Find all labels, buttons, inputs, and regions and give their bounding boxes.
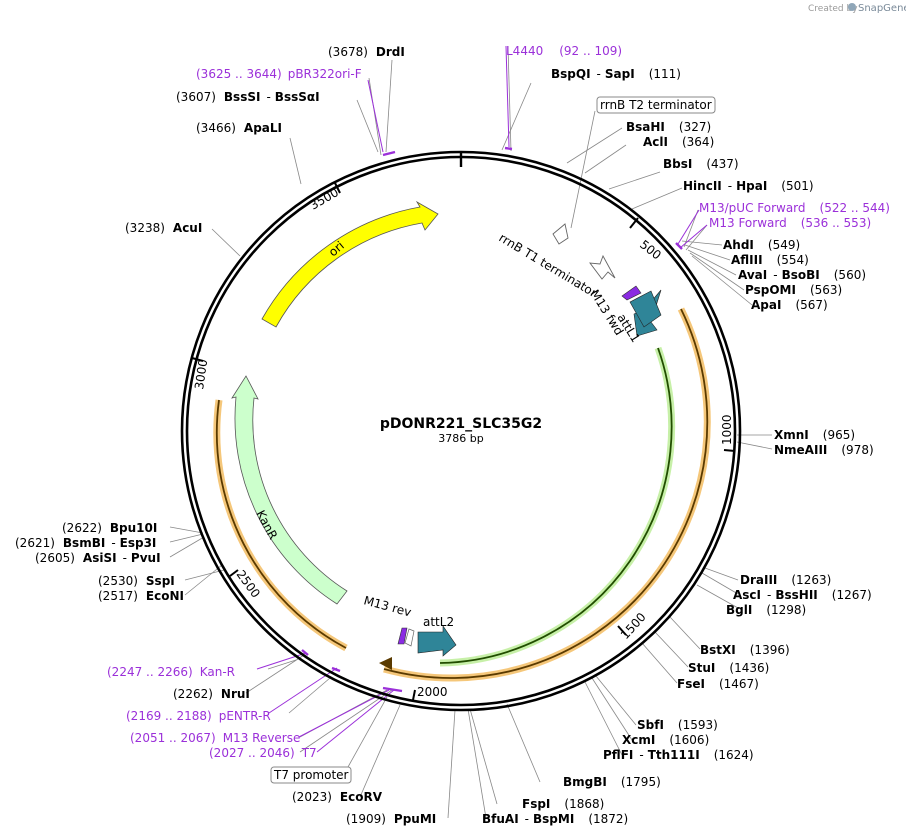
tick-3000: 3000 (192, 358, 210, 390)
orange-arc-arrowhead (379, 657, 392, 670)
site-label-xcmi: XcmI(1606) (622, 733, 709, 747)
primer-m13-rev-outline (404, 628, 415, 647)
site-label-econi: (2517)EcoNI (98, 589, 184, 603)
rrnb-t2-box-label: rrnB T2 terminator (600, 98, 712, 112)
primer-m13-rev-arrow (397, 627, 408, 645)
feature-attl2-arrow (417, 625, 457, 657)
label-leader-lines (169, 45, 773, 819)
site-label-asisi: (2605)AsiSI-PvuI (35, 551, 161, 565)
credit-brand: SnapGene (858, 3, 906, 14)
ruler-ticks (191, 182, 736, 701)
site-label-bsssi: (3607)BssSI-BssSαI (176, 90, 320, 104)
feature-label-pentr-r: (2169 .. 2188)pENTR-R (126, 709, 271, 723)
site-label-bstxi: BstXI(1396) (700, 643, 790, 657)
site-label-nmeaiii: NmeAIII(978) (774, 443, 874, 457)
site-label-ecorv: (2023)EcoRV (292, 790, 383, 804)
site-label-sspi: (2530)SspI (98, 574, 175, 588)
tick-2000: 2000 (417, 685, 448, 699)
site-label-fsei: FseI(1467) (677, 677, 759, 691)
feature-rrnb-t1-arrow (589, 254, 616, 280)
site-label-stui: StuI(1436) (688, 661, 769, 675)
site-label-afliii: AflIII(554) (731, 253, 809, 267)
site-label-draiii: DraIII(1263) (740, 573, 831, 587)
site-label-fspi: FspI(1868) (522, 797, 604, 811)
rrnb-t2-box (596, 96, 716, 114)
feature-label-m13-reverse: (2051 .. 2067)M13 Reverse (130, 731, 300, 745)
site-label-acli: AclI(364) (643, 135, 714, 149)
site-label-drdi: (3678)DrdI (328, 45, 405, 59)
t7-promoter-box-label: T7 promoter (273, 768, 349, 782)
site-label-pspomi: PspOMI(563) (745, 283, 842, 297)
site-label-sbfi: SbfI(1593) (637, 718, 718, 732)
primer-m13-fwd-arrow (621, 285, 642, 301)
feature-label-m13-forward: M13 Forward(536 .. 553) (709, 216, 871, 230)
snapgene-logo-icon (848, 3, 856, 11)
plasmid-name: pDONR221_SLC35G2 (380, 416, 542, 432)
feature-rrnb-t2-marker (552, 223, 569, 245)
feature-label-kan-r: (2247 .. 2266)Kan-R (107, 665, 235, 679)
site-label-ppumi: (1909)PpuMI (346, 812, 436, 826)
site-label-ahdi: AhdI(549) (723, 238, 800, 252)
feature-label-m13-puc-forward: M13/pUC Forward(522 .. 544) (699, 201, 890, 215)
feature-label-l4440: L4440(92 .. 109) (506, 44, 622, 58)
site-label-xmni: XmnI(965) (774, 428, 855, 442)
green-arc-line (439, 347, 673, 664)
site-label-bfuai: BfuAI-BspMI(1872) (482, 812, 628, 826)
site-label-asci: AscI-BssHII(1267) (733, 588, 872, 602)
feature-kanr-arrow (231, 375, 348, 605)
orange-arc-left-line (215, 399, 347, 649)
site-label-bgli: BglI(1298) (726, 603, 806, 617)
site-label-acui: (3238)AcuI (125, 221, 202, 235)
site-label-apai: ApaI(567) (751, 298, 828, 312)
site-label-bspqi: BspQI-SapI(111) (551, 67, 681, 81)
tick-1000: 1000 (720, 414, 734, 445)
feature-ori-arrow (261, 200, 439, 328)
site-label-bmgbi: BmgBI(1795) (563, 775, 661, 789)
site-label-avai: AvaI-BsoBI(560) (738, 268, 866, 282)
credit-prefix: Created by (808, 4, 858, 14)
site-label-nrui: (2262)NruI (173, 687, 250, 701)
primer-m13-rev-label: M13 rev (362, 593, 413, 619)
plasmid-length: 3786 bp (438, 432, 483, 445)
feature-label-t7: (2027 .. 2046)T7 (209, 746, 317, 760)
orange-arc-outer-line (383, 308, 709, 679)
t7-promoter-box (270, 766, 352, 784)
feature-leader-lines (256, 45, 708, 753)
site-label-bbsi: BbsI(437) (663, 157, 739, 171)
site-label-bpu10i: (2622)Bpu10I (62, 521, 157, 535)
site-label-pflfi: PflFI-Tth111I(1624) (603, 748, 754, 762)
site-label-hincii: HincII-HpaI(501) (683, 179, 814, 193)
site-label-bsahi: BsaHI(327) (626, 120, 711, 134)
feature-label-pbr322ori-f: (3625 .. 3644)pBR322ori-F (196, 67, 362, 81)
feature-attl1-body (629, 290, 662, 328)
feature-rrnb-t1-label: rrnB T1 terminator (496, 231, 599, 301)
feature-attl2-label: attL2 (423, 615, 454, 629)
primer-ticks (301, 146, 683, 693)
site-label-apali: (3466)ApaLI (196, 121, 282, 135)
primer-m13-fwd-label: M13 fwd (587, 287, 626, 338)
site-label-bsmbi: (2621)BsmBI-Esp3I (15, 536, 156, 550)
